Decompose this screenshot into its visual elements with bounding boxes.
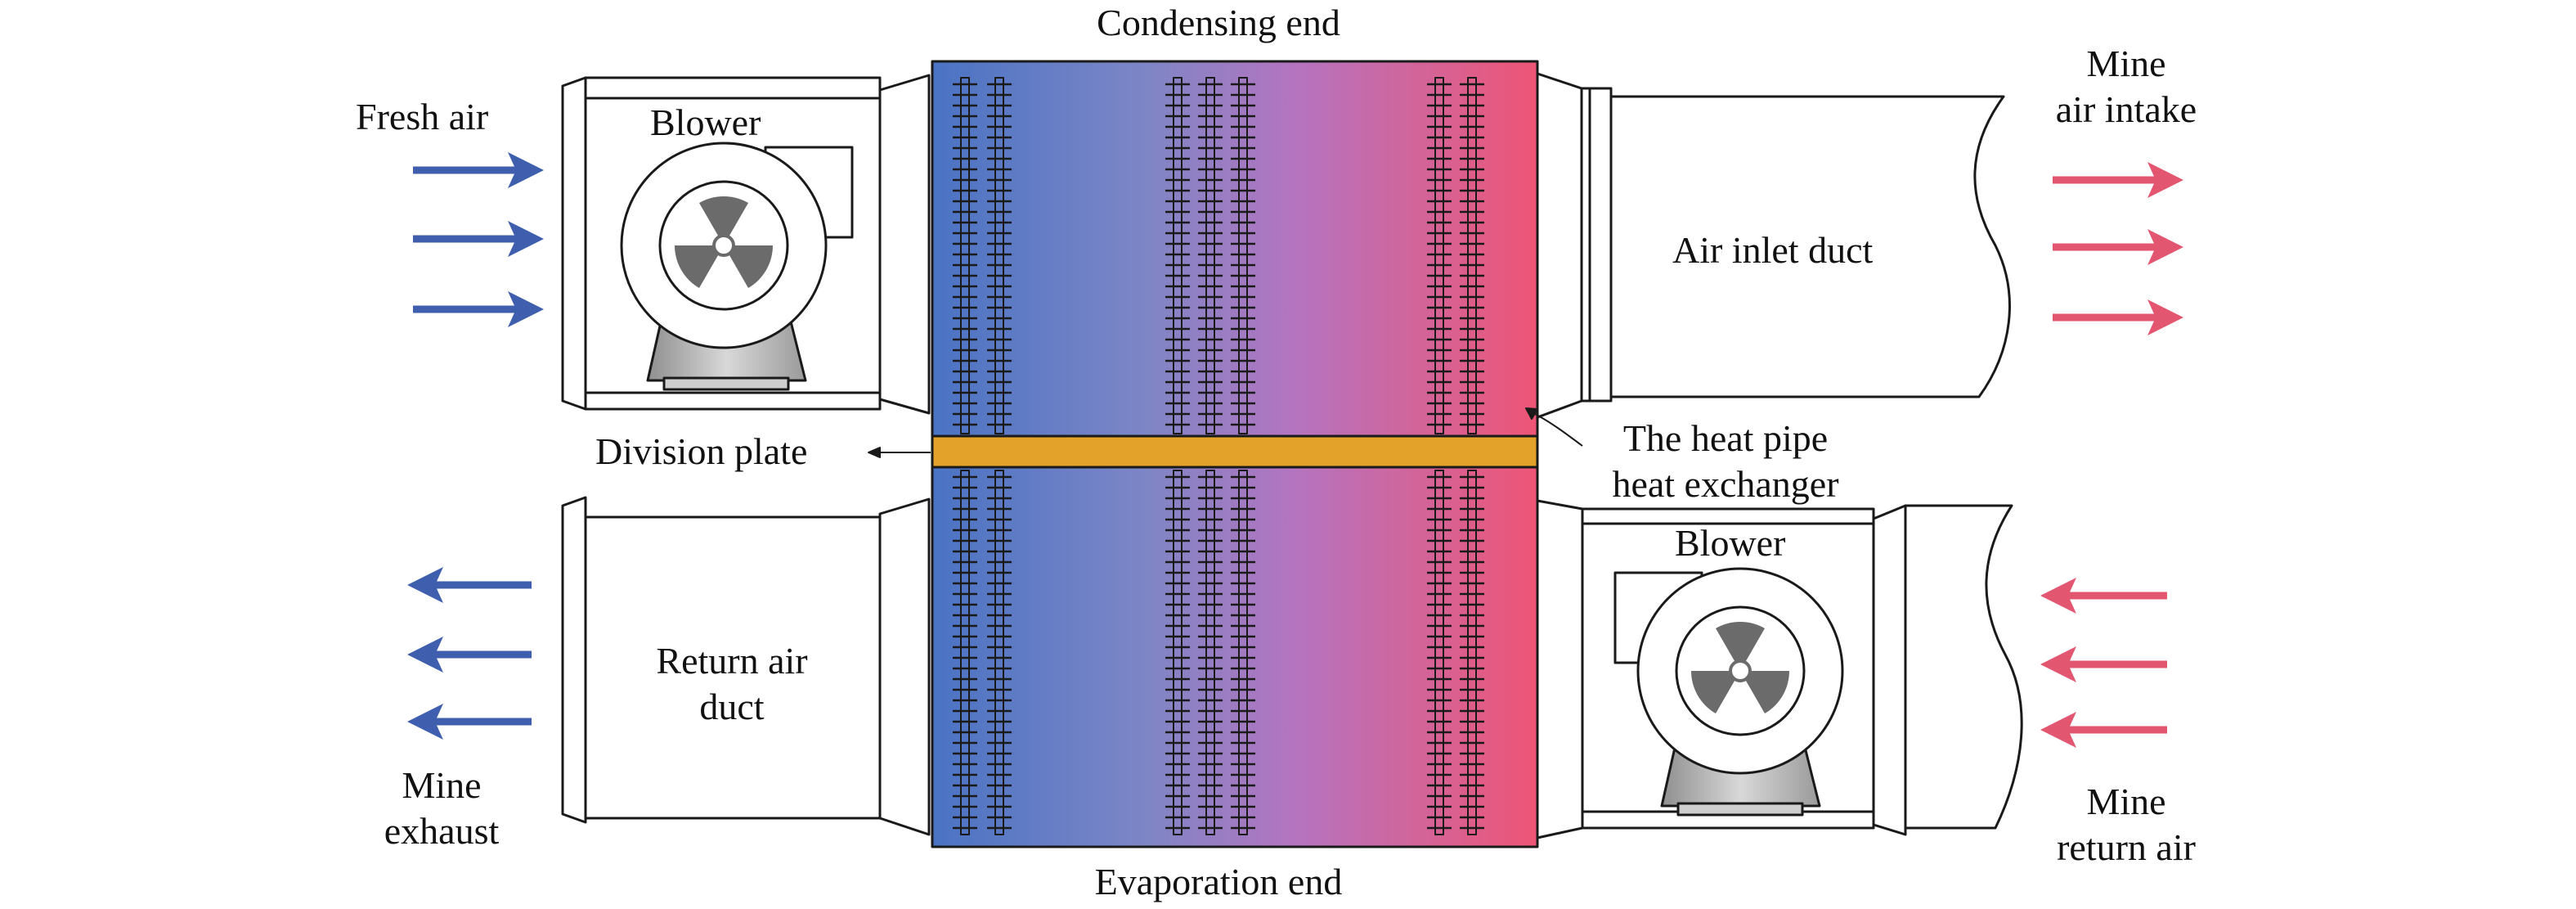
heat-pipe-tube xyxy=(1231,77,1255,835)
flow-arrow-icon xyxy=(2040,578,2167,614)
division-plate-bar xyxy=(931,434,1539,469)
mine-return-air-line-1: Mine xyxy=(2086,781,2166,822)
top-blower-label: Blower xyxy=(650,101,761,143)
heat-pipe-tube xyxy=(1165,77,1190,835)
heat-pipe-hx-line-1: The heat pipe xyxy=(1622,417,1829,459)
heat-pipe-hx-line-2: heat exchanger xyxy=(1612,463,1839,505)
return-air-duct-label: Return air duct xyxy=(601,638,863,730)
heat-pipe-tube xyxy=(987,77,1012,835)
bottom-blower-label: Blower xyxy=(1675,522,1786,564)
top-right-duct xyxy=(1536,72,2011,419)
blower-fan-icon xyxy=(1613,567,1844,817)
heat-pipe-tube xyxy=(953,77,977,835)
mine-return-air-line-2: return air xyxy=(2057,826,2196,868)
return-air-duct-line-1: Return air xyxy=(656,640,808,682)
fresh-air-label: Fresh air xyxy=(356,96,489,137)
mine-exhaust-line-2: exhaust xyxy=(384,810,500,852)
flow-arrow-icon xyxy=(2040,712,2167,748)
condensing-end-label: Condensing end xyxy=(1097,2,1340,43)
flow-arrow-icon xyxy=(407,704,532,740)
heat-exchanger xyxy=(931,60,1539,848)
heat-pipe-tube xyxy=(1427,77,1452,835)
evaporation-end-label: Evaporation end xyxy=(1094,861,1343,902)
heat-pipe-tubes xyxy=(953,77,1484,835)
mine-return-air-label: Mine return air xyxy=(1995,779,2257,871)
flow-arrow-icon xyxy=(2053,229,2183,265)
flow-arrow-icon xyxy=(413,221,544,257)
blower-fan-icon xyxy=(620,142,854,391)
flow-arrow-icon xyxy=(2040,646,2167,682)
flow-arrow-icon xyxy=(2053,299,2183,335)
bottom-left-duct xyxy=(561,496,931,836)
mine-air-intake-line-1: Mine xyxy=(2086,43,2166,84)
leader-lines xyxy=(868,407,1583,458)
flow-arrow-icon xyxy=(413,152,544,188)
return-air-duct-line-2: duct xyxy=(699,686,765,727)
heat-pipe-tube xyxy=(1460,77,1484,835)
flow-arrows xyxy=(407,152,2183,748)
flow-arrow-icon xyxy=(2053,162,2183,198)
division-plate-label: Division plate xyxy=(595,430,808,472)
air-inlet-duct-label: Air inlet duct xyxy=(1672,229,1874,271)
heat-pipe-hx-label: The heat pipe heat exchanger xyxy=(1554,416,1897,507)
flow-arrow-icon xyxy=(407,637,532,673)
heat-pipe-tube xyxy=(1198,77,1223,835)
flow-arrow-icon xyxy=(407,567,532,603)
mine-exhaust-line-1: Mine xyxy=(402,764,482,806)
mine-air-intake-label: Mine air intake xyxy=(1995,41,2257,133)
mine-air-intake-line-2: air intake xyxy=(2055,88,2197,130)
flow-arrow-icon xyxy=(413,291,544,327)
mine-exhaust-label: Mine exhaust xyxy=(327,763,556,854)
